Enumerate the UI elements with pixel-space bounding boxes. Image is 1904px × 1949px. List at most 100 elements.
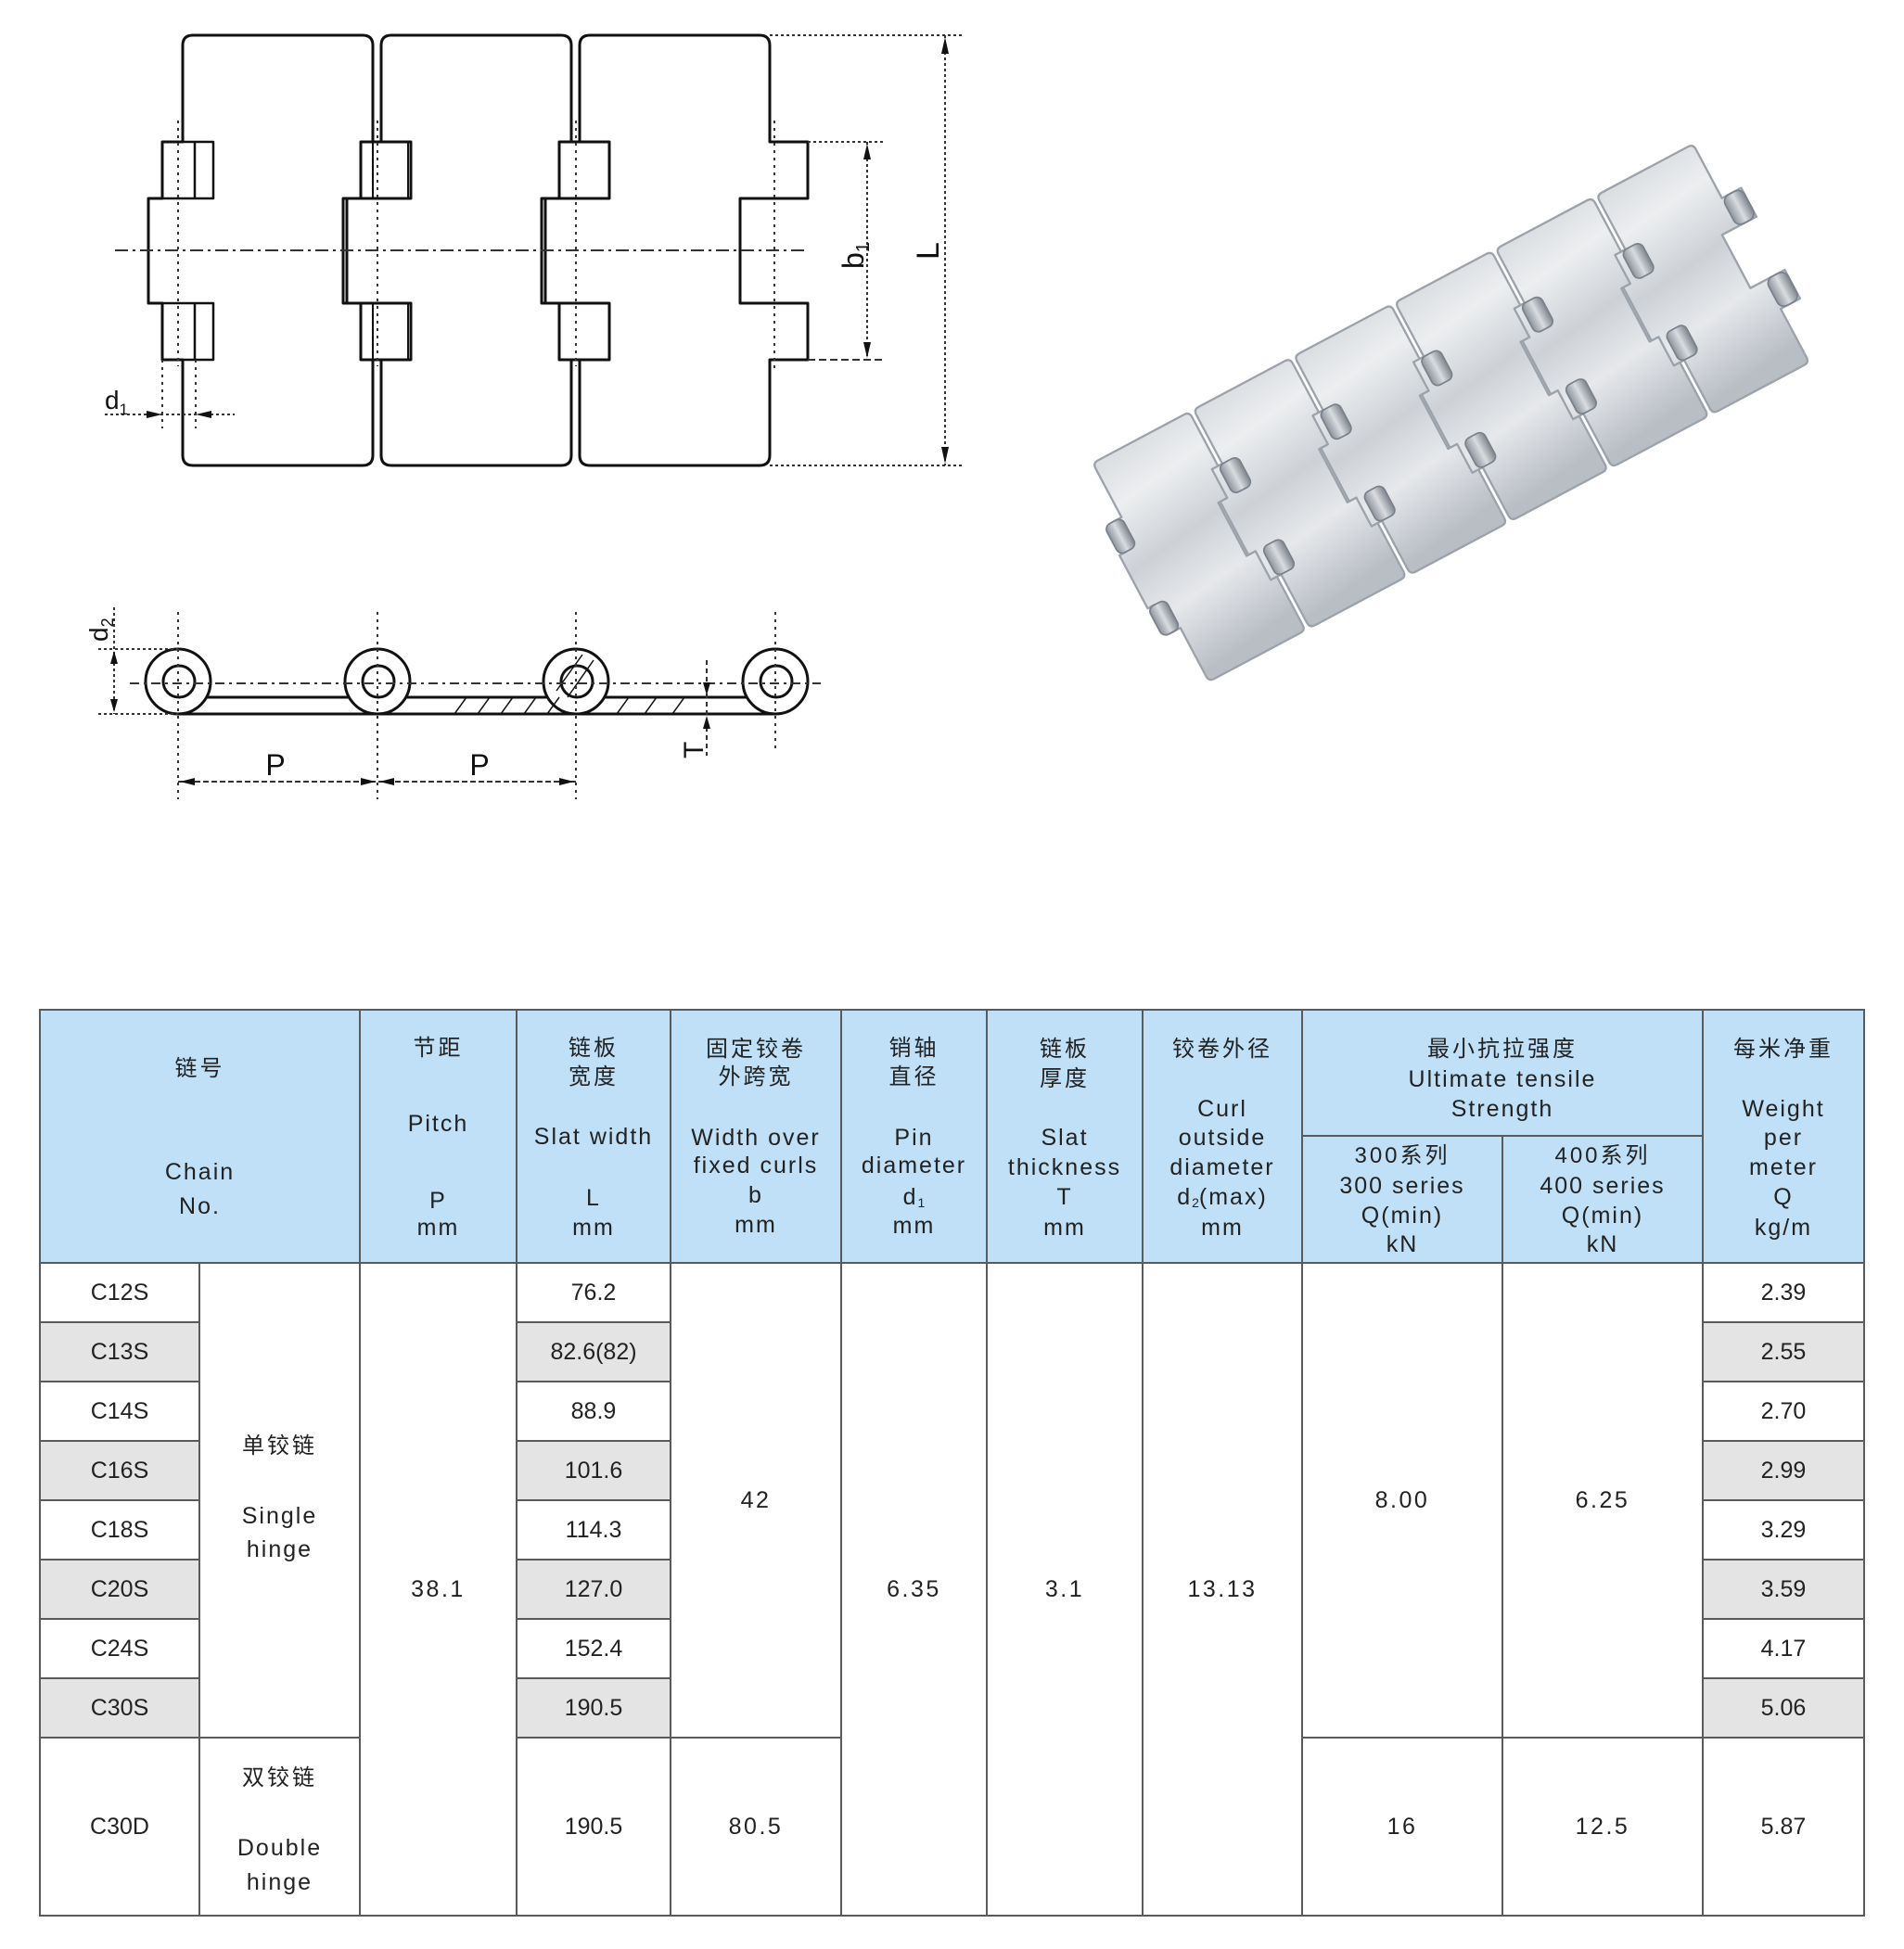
pitch-label-2: P — [469, 748, 489, 782]
hinge-type-single: 单铰链 Single hinge — [200, 1264, 359, 1737]
header-text: Strength — [1450, 1096, 1554, 1122]
header-text: 链板 — [569, 1036, 619, 1061]
slat-width-cell: 114.3 — [518, 1501, 670, 1559]
curl-centerlines — [177, 612, 776, 799]
header-text: outside — [1178, 1125, 1267, 1151]
header-chain-no: 链号 Chain No. — [41, 1011, 359, 1262]
hinge-type-text: Double — [236, 1835, 323, 1861]
b1-label: b1 — [837, 242, 874, 269]
side-view — [98, 607, 821, 799]
header-symbol: L — [586, 1185, 601, 1211]
header-symbol: Q(min) — [1361, 1203, 1444, 1229]
hinge-type-text: 双铰链 — [242, 1765, 317, 1790]
header-unit: mm — [1201, 1215, 1244, 1241]
header-text: 最小抗拉强度 — [1427, 1037, 1578, 1062]
header-text: Curl — [1197, 1096, 1247, 1122]
weight-cell: 4.17 — [1704, 1620, 1863, 1677]
header-unit: mm — [416, 1215, 460, 1241]
header-pin-diameter: 销轴 直径 Pin diameter d1 mm — [842, 1011, 986, 1262]
T-label: T — [679, 742, 709, 758]
hinge-type-text: 单铰链 — [242, 1433, 317, 1459]
slat-width-cell: 190.5 — [518, 1679, 670, 1737]
d2-dimension — [98, 607, 178, 715]
header-unit: kN — [1386, 1231, 1419, 1257]
header-unit: mm — [572, 1215, 615, 1241]
pitch-arrows — [180, 778, 574, 785]
chain-no-cell: C12S — [41, 1264, 198, 1321]
weight-cell: 3.29 — [1704, 1501, 1863, 1559]
hinge-type-text: hinge — [246, 1869, 313, 1895]
header-text: Ultimate tensile — [1408, 1066, 1597, 1092]
L-arrow-top — [941, 37, 949, 54]
width-over-curls-double: 80.5 — [671, 1739, 840, 1915]
slat-width-cell: 127.0 — [518, 1560, 670, 1618]
header-symbol: P — [429, 1188, 447, 1214]
header-curl-diameter: 铰卷外径 Curl outside diameter d2(max) mm — [1144, 1011, 1301, 1262]
header-text: Pin — [894, 1125, 934, 1151]
chain-no-cell: C16S — [41, 1442, 198, 1499]
header-text: thickness — [1007, 1154, 1122, 1180]
header-pitch: 节距 Pitch P mm — [361, 1011, 516, 1262]
header-text: Chain — [164, 1159, 236, 1185]
pitch-value: 38.1 — [361, 1264, 516, 1915]
weight-cell: 2.55 — [1704, 1323, 1863, 1381]
header-text: 销轴 — [888, 1036, 939, 1061]
tensile-300-single: 8.00 — [1303, 1264, 1501, 1737]
L-arrow-bottom — [941, 447, 949, 464]
weight-cell: 3.59 — [1704, 1560, 1863, 1618]
header-text: fixed curls — [693, 1153, 819, 1178]
section-hatching — [454, 654, 685, 715]
header-text: 宽度 — [569, 1064, 619, 1089]
slat-width-cell: 152.4 — [518, 1620, 670, 1677]
header-text: 厚度 — [1040, 1066, 1090, 1091]
header-text: per — [1763, 1125, 1804, 1151]
d1-arrow-right — [196, 411, 211, 418]
T-arrow-top — [703, 682, 710, 695]
technical-drawing: d1 b1 L — [84, 33, 962, 799]
chain-no-cell: C30D — [41, 1739, 198, 1915]
header-text: diameter — [861, 1153, 967, 1178]
hinge-type-text: Single — [241, 1503, 318, 1529]
header-unit: mm — [1043, 1215, 1086, 1241]
weight-cell: 2.70 — [1704, 1382, 1863, 1440]
slat-thickness-value: 3.1 — [988, 1264, 1142, 1915]
pitch-label-1: P — [265, 748, 285, 782]
header-symbol: T — [1056, 1184, 1073, 1210]
header-text: Slat width — [533, 1124, 654, 1150]
L-extension-lines — [770, 34, 962, 466]
header-text: meter — [1749, 1154, 1818, 1180]
header-text: Pitch — [407, 1111, 469, 1137]
hinge-type-double: 双铰链 Double hinge — [200, 1739, 359, 1915]
specification-table: 链号 Chain No. 节距 Pitch P mm 链板 宽度 Slat wi… — [39, 1009, 1865, 1917]
header-text: 400 series — [1540, 1173, 1666, 1199]
tensile-400-double: 12.5 — [1503, 1739, 1702, 1915]
header-text: 300 series — [1339, 1173, 1465, 1199]
header-text: 链号 — [174, 1056, 225, 1081]
knuckle-hidden-lines — [162, 140, 215, 362]
header-symbol: b — [748, 1182, 763, 1208]
knuckle-centerlines — [161, 121, 775, 428]
header-slat-thickness: 链板 厚度 Slat thickness T mm — [988, 1011, 1142, 1262]
header-unit: kg/m — [1754, 1215, 1813, 1241]
hinge-curls — [1105, 189, 1798, 636]
weight-cell: 5.06 — [1704, 1679, 1863, 1737]
header-tensile-strength: 最小抗拉强度 Ultimate tensile Strength — [1303, 1011, 1702, 1135]
tensile-300-double: 16 — [1303, 1739, 1501, 1915]
d1-label: d1 — [105, 386, 128, 418]
header-symbol: d2(max) — [1177, 1184, 1268, 1210]
b1-arrow-top — [863, 144, 871, 159]
header-text: 链板 — [1040, 1037, 1090, 1062]
weight-cell: 2.99 — [1704, 1442, 1863, 1499]
chain-no-cell: C30S — [41, 1679, 198, 1737]
header-text: Width over — [691, 1125, 821, 1151]
b1-arrow-bottom — [863, 342, 871, 358]
header-unit: kN — [1586, 1231, 1619, 1257]
header-text: Slat — [1041, 1125, 1089, 1151]
header-unit: mm — [735, 1212, 777, 1238]
T-arrow-bottom — [703, 716, 710, 729]
chain-no-cell: C20S — [41, 1560, 198, 1618]
header-symbol: d1 — [902, 1184, 926, 1210]
weight-cell: 5.87 — [1704, 1739, 1863, 1915]
header-text: 300系列 — [1354, 1143, 1450, 1168]
header-text: No. — [179, 1193, 221, 1219]
